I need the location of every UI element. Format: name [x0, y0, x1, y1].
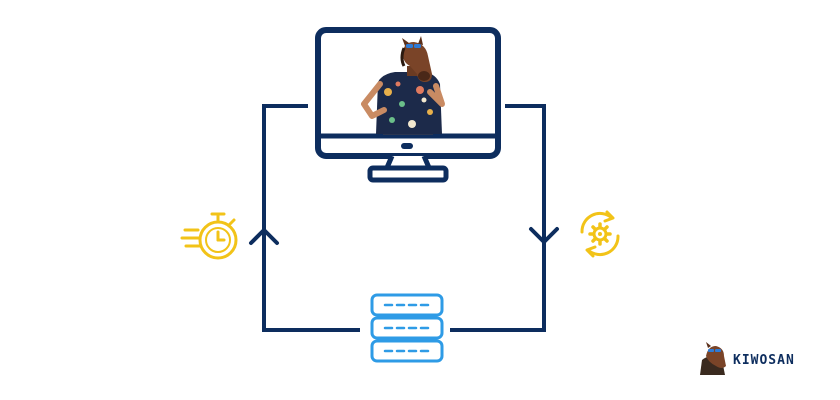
brand-name: KIWOSAN	[733, 353, 795, 368]
loop-line-left	[262, 104, 360, 332]
arrow-down-icon	[529, 227, 559, 244]
arrow-up-icon	[249, 228, 279, 245]
person-horse-mask-illustration	[361, 36, 445, 135]
loop-line-right	[450, 104, 546, 332]
gear-sync-icon	[580, 210, 620, 258]
fast-stopwatch-icon	[180, 212, 238, 260]
horse-mascot-icon	[700, 342, 726, 375]
server-stack-icon	[370, 293, 444, 363]
